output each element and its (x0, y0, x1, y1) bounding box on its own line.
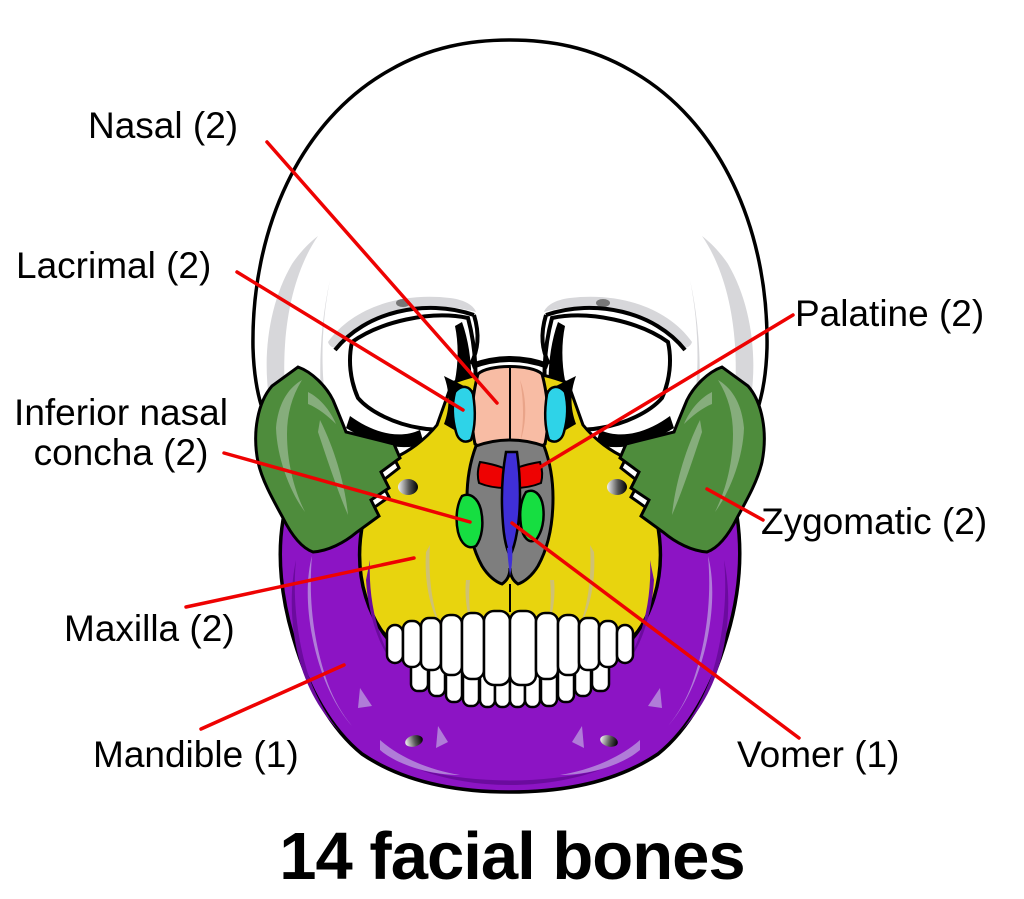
label-vomer: Vomer (1) (737, 734, 900, 775)
tooth (615, 623, 635, 665)
label-lacrimal: Lacrimal (2) (16, 245, 212, 286)
maxilla-shading (425, 545, 595, 632)
label-mandible: Mandible (1) (93, 734, 299, 775)
leader-lacrimal (235, 270, 465, 412)
zygomatic-highlights (276, 380, 744, 515)
infraorbital-foramen-right (607, 479, 627, 495)
infraorbital-foramen-left (398, 479, 418, 495)
label-inferior-line2: concha (2) (33, 431, 209, 473)
teeth (385, 609, 635, 709)
lacrimal-bone-right (544, 385, 569, 443)
tooth (556, 613, 581, 677)
mental-foramen-left (405, 735, 423, 747)
tooth (401, 619, 423, 669)
vomer-tail (507, 546, 513, 576)
label-inferior-nasal-concha: Inferior nasal concha (2) (0, 393, 242, 473)
tooth (439, 613, 464, 677)
leader-zygomatic (705, 487, 765, 522)
leader-nasal (265, 140, 499, 405)
tooth (385, 623, 405, 665)
leader-maxilla (184, 556, 416, 609)
leader-palatine (530, 313, 795, 474)
mandible-shading (291, 556, 729, 785)
supraorbital-foramen-right (596, 299, 610, 307)
lacrimal-bone-left (451, 385, 476, 443)
tooth (597, 619, 619, 669)
tooth (577, 616, 601, 672)
label-nasal: Nasal (2) (88, 105, 239, 146)
tooth (508, 609, 538, 687)
label-maxilla: Maxilla (2) (64, 608, 235, 649)
upper-teeth (385, 609, 635, 687)
palatine-bone-left (476, 460, 510, 490)
leader-vomer (510, 521, 801, 740)
diagram-title: 14 facial bones (279, 819, 745, 894)
label-zygomatic: Zygomatic (2) (761, 501, 988, 542)
label-inferior-line1: Inferior nasal (14, 392, 228, 433)
leader-lines (184, 140, 801, 740)
tooth (534, 611, 560, 681)
mental-foramen-right (600, 735, 618, 747)
leader-mandible (199, 663, 346, 731)
tooth (482, 609, 512, 687)
tooth (419, 616, 443, 672)
label-palatine: Palatine (2) (795, 293, 985, 334)
leader-inferior-nasal-concha (222, 451, 472, 524)
tooth (460, 611, 486, 681)
